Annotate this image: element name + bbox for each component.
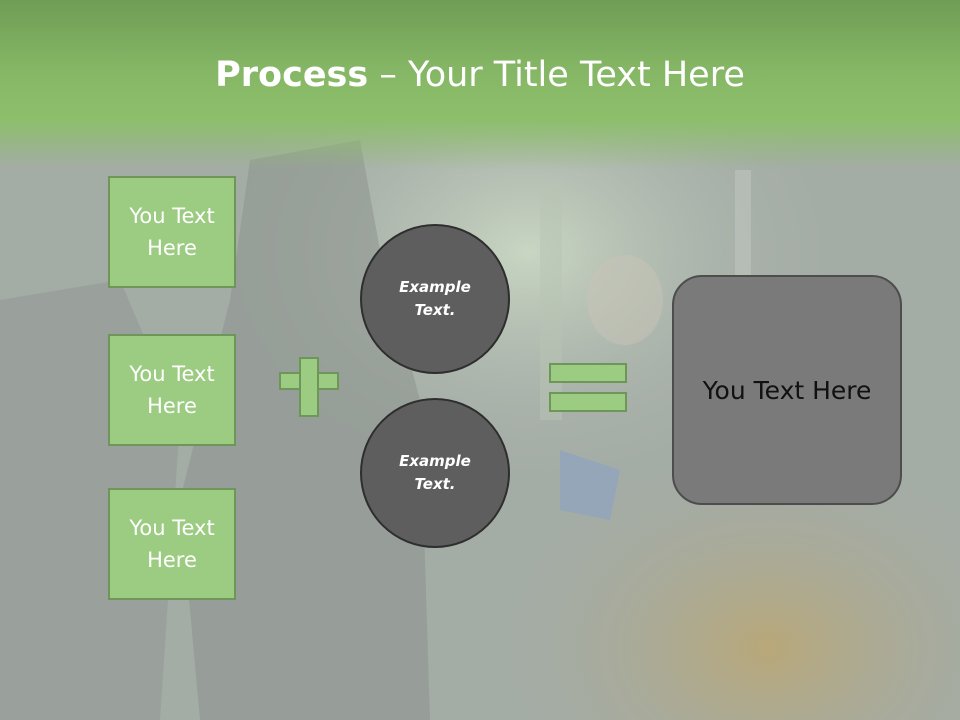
example-circle-2-label: Example Text. [399, 452, 471, 493]
title-bar [0, 0, 960, 170]
example-circle-2[interactable]: Example Text. [360, 398, 510, 548]
example-circle-1-label: Example Text. [399, 278, 471, 319]
text-box-3[interactable]: You Text Here [108, 488, 236, 600]
title-rest: – Your Title Text Here [368, 55, 745, 95]
title-bold: Process [215, 55, 369, 95]
text-box-1[interactable]: You Text Here [108, 176, 236, 288]
slide-title: Process – Your Title Text Here [0, 52, 960, 98]
example-circle-1[interactable]: Example Text. [360, 224, 510, 374]
result-box[interactable]: You Text Here [672, 275, 902, 505]
text-box-2[interactable]: You Text Here [108, 334, 236, 446]
